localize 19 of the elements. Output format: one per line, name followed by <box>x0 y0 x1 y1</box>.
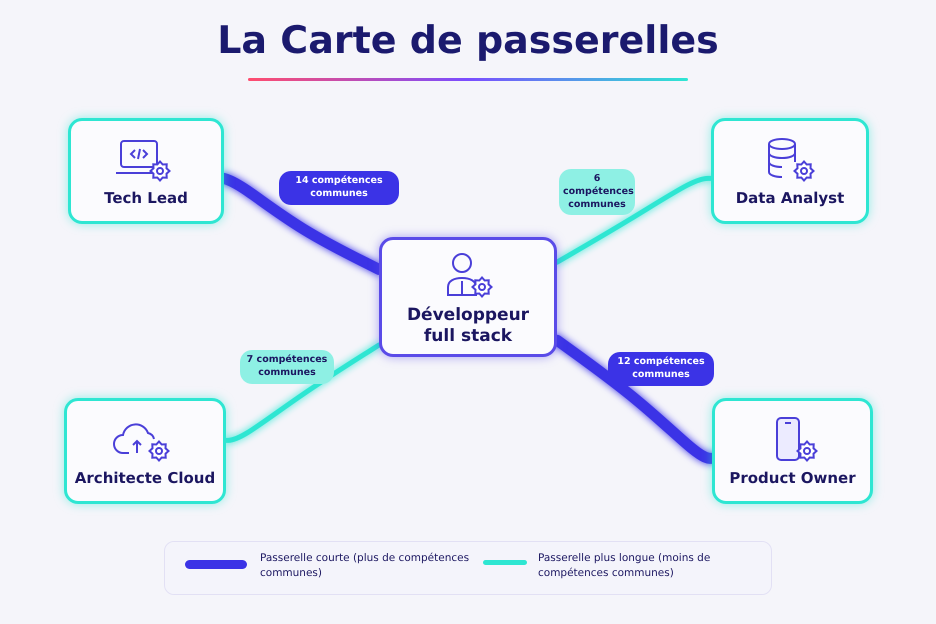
role-box <box>712 398 873 504</box>
central-role-box <box>379 237 557 357</box>
legend-text: Passerelle courte (plus de compétences communes) <box>260 551 470 582</box>
edge-label: 12 compétences communes <box>608 352 714 386</box>
role-title: Tech Lead <box>104 189 188 207</box>
edge-label: 6 compétences communes <box>559 169 635 216</box>
connector-line <box>224 342 382 443</box>
edge-label: 7 compétences communes <box>240 350 334 384</box>
edge-label: 14 compétences communes <box>279 171 399 205</box>
role-title: Product Owner <box>729 469 856 487</box>
role-title: Développeur full stack <box>406 305 530 346</box>
role-box <box>64 398 226 504</box>
role-box <box>711 118 869 224</box>
legend-text: Passerelle plus longue (moins de compétences communes) <box>538 551 712 582</box>
role-title: Architecte Cloud <box>74 469 216 487</box>
role-box <box>68 118 224 224</box>
role-title: Data Analyst <box>736 189 844 207</box>
connector-line <box>554 176 714 265</box>
title: La Carte de passerelles <box>216 18 720 62</box>
